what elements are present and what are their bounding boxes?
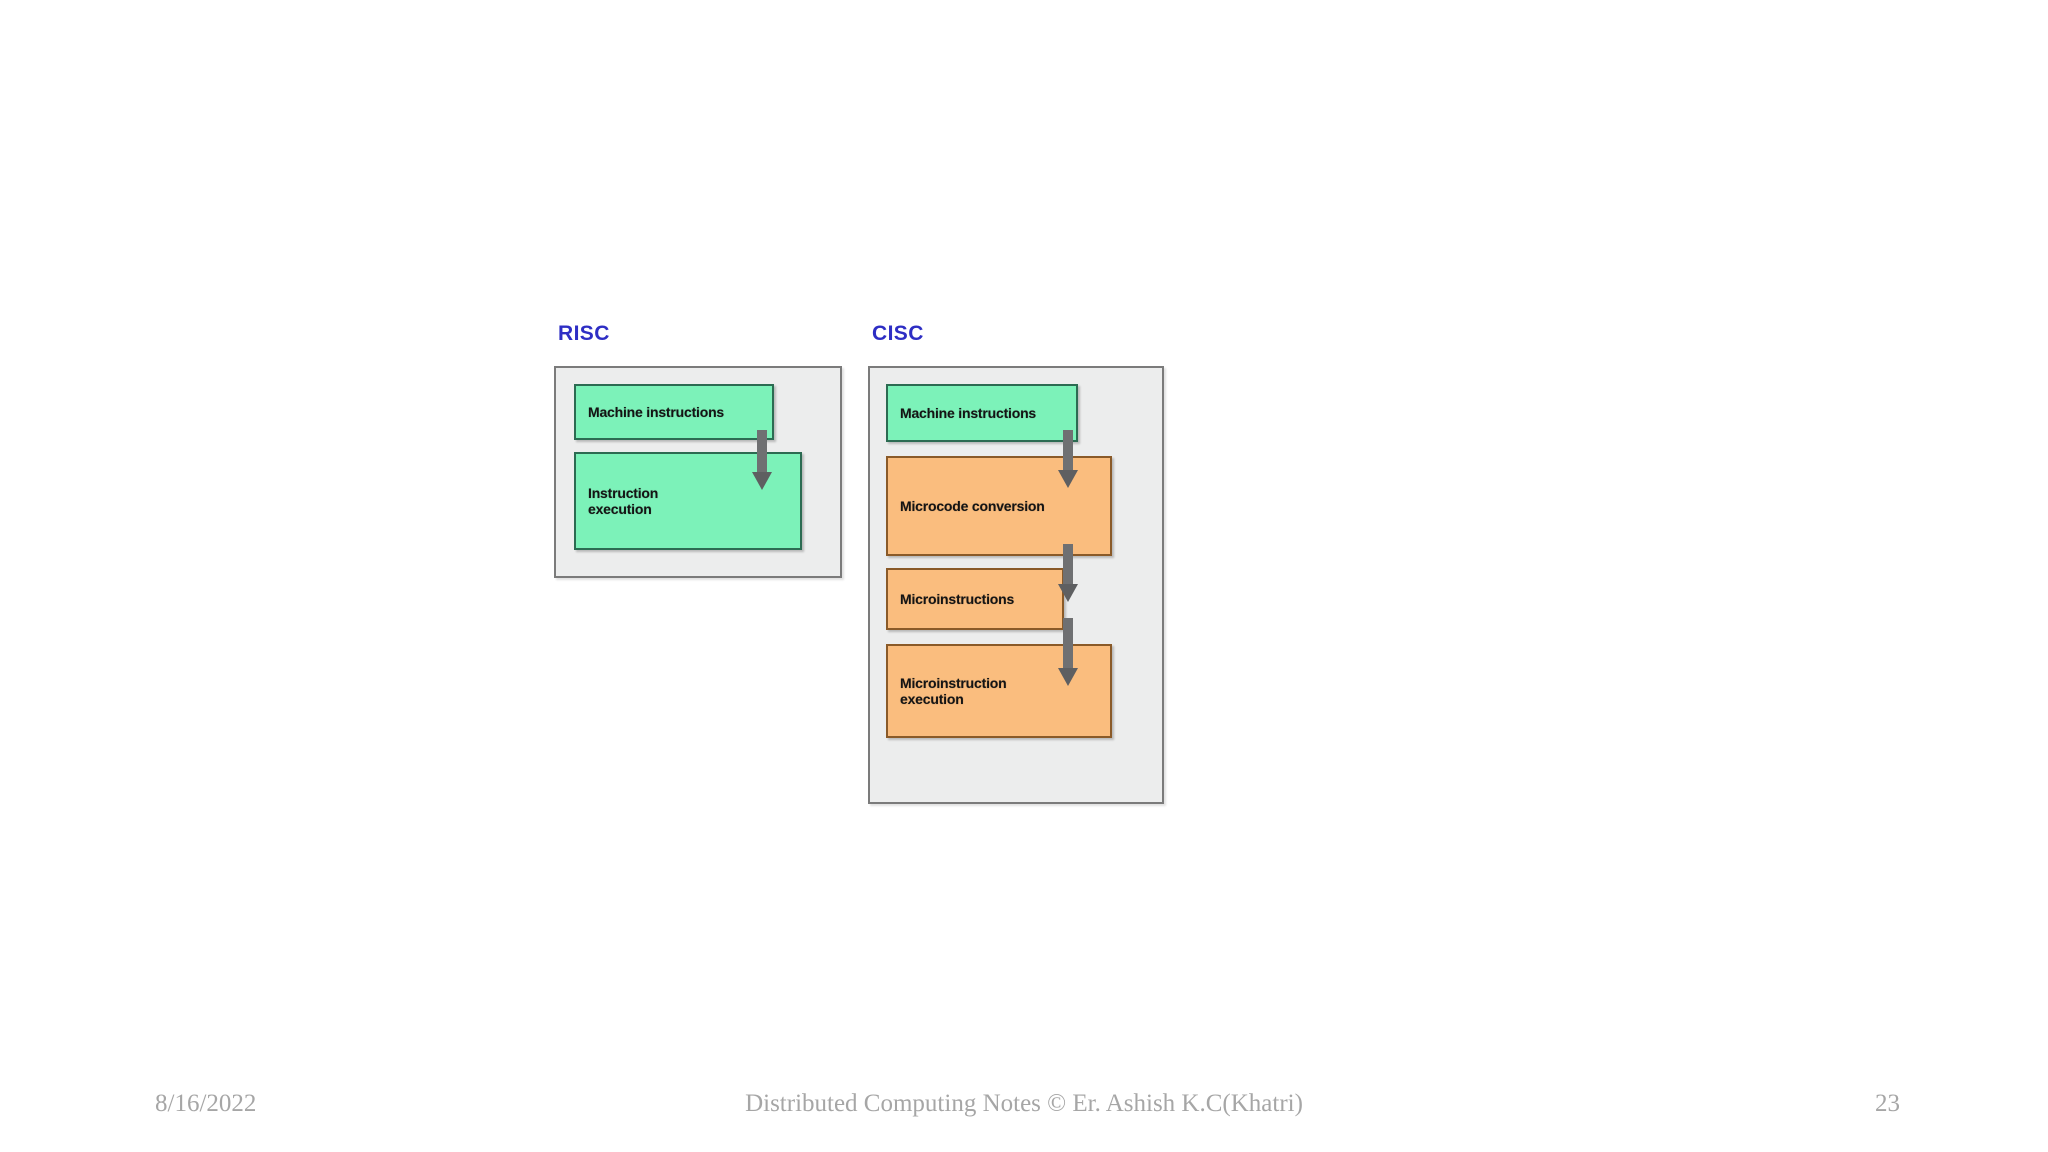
cisc-panel: Machine instructions Microcode conversio… (868, 366, 1164, 804)
arrow-head (1058, 668, 1078, 686)
risc-flow-arrow-icon (752, 430, 772, 490)
arrow-shaft (757, 430, 767, 472)
cisc-stage-microcode-conversion: Microcode conversion (886, 456, 1112, 556)
footer-page-number: 23 (1875, 1090, 1900, 1117)
cisc-stage-label-3: Microinstruction execution (900, 675, 1007, 707)
risc-stage-machine-instructions: Machine instructions (574, 384, 774, 440)
arrow-head (1058, 470, 1078, 488)
footer-attribution: Distributed Computing Notes © Er. Ashish… (745, 1090, 1303, 1117)
cisc-stage-microinstructions: Microinstructions (886, 568, 1064, 630)
arrow-head (1058, 584, 1078, 602)
cisc-stage-label-1: Microcode conversion (900, 498, 1045, 514)
cisc-stage-label-0: Machine instructions (900, 405, 1037, 421)
cisc-stage-label-2: Microinstructions (900, 591, 1015, 607)
cisc-flow-arrow-icon-1 (1058, 430, 1078, 488)
arrow-shaft (1063, 544, 1073, 584)
cisc-column-title: CISC (872, 322, 924, 345)
cisc-flow-arrow-icon-3 (1058, 618, 1078, 686)
footer-date: 8/16/2022 (155, 1090, 257, 1117)
risc-cisc-diagram: RISC Machine instructions Instruction ex… (548, 322, 1188, 804)
arrow-shaft (1063, 430, 1073, 470)
cisc-stage-machine-instructions: Machine instructions (886, 384, 1078, 442)
risc-column-title: RISC (558, 322, 610, 345)
risc-stage-label-1: Instruction execution (588, 485, 659, 517)
arrow-shaft (1063, 618, 1073, 668)
risc-stage-label-0: Machine instructions (588, 404, 725, 420)
cisc-stage-microinstruction-execution: Microinstruction execution (886, 644, 1112, 738)
risc-panel: Machine instructions Instruction executi… (554, 366, 842, 578)
arrow-head (752, 472, 772, 490)
cisc-flow-arrow-icon-2 (1058, 544, 1078, 602)
slide-footer: 8/16/2022 Distributed Computing Notes © … (0, 1090, 2048, 1130)
